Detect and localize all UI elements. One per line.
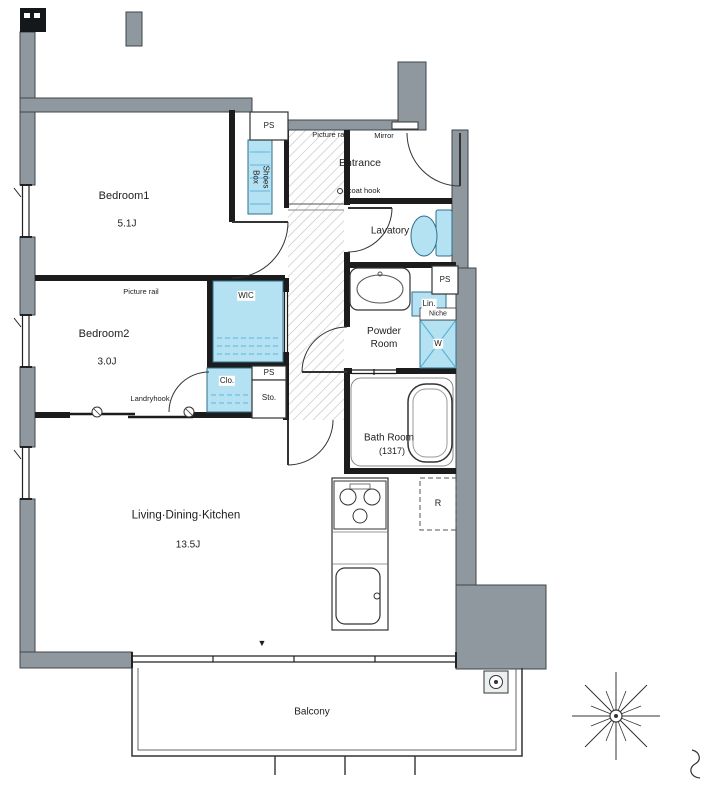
windows [13, 184, 457, 668]
powder-room-label: Powder Room [367, 326, 401, 350]
bath-room-label: Bath Room [363, 432, 415, 444]
ldk-window [13, 446, 32, 500]
storage-box [251, 379, 287, 419]
compass-flourish [690, 749, 701, 779]
bedroom1-window [13, 184, 32, 238]
kitchen-fixtures [331, 477, 389, 631]
landry-hook-label: Landryhook [130, 394, 170, 404]
ldk-door [287, 419, 334, 466]
ps-top-label: PS [263, 120, 275, 130]
refrigerator-label: R [434, 498, 442, 509]
picture-rail-bedroom2-label: Picture rail [123, 287, 159, 297]
entry-marker: ▼ [257, 638, 267, 649]
sliding-doors [70, 292, 396, 419]
balcony-drain [483, 670, 509, 694]
doors [168, 132, 461, 466]
niche-box [419, 307, 457, 321]
closet-door [168, 371, 210, 413]
closet-unit [206, 367, 253, 413]
ps-right-label: PS [439, 274, 451, 284]
balcony-window [131, 652, 457, 668]
powder-room-door [301, 326, 348, 373]
balcony-label: Balcony [294, 706, 330, 718]
mirror-label: Mirror [374, 131, 394, 141]
closet-label: Clo. [218, 375, 236, 387]
washer-label: W [433, 338, 443, 350]
bedroom1-size-label: 5.1J [117, 218, 137, 230]
mirror-symbol [391, 121, 419, 130]
shoes-box-label: Shoes Box [251, 165, 271, 189]
outer-walls [19, 11, 547, 670]
bath-fixtures [350, 377, 454, 467]
wic-label: WIC [237, 290, 255, 302]
ps-hall-label: PS [263, 367, 275, 377]
bedroom2-label: Bedroom2 [78, 327, 130, 340]
compass-icon [572, 672, 701, 779]
bathtub [407, 383, 453, 463]
bedroom1-door [231, 221, 289, 279]
linen-label: Lin. [421, 298, 437, 310]
bath-room-size-label: (1317) [378, 446, 406, 457]
storage-label: Sto. [261, 392, 277, 402]
lavatory-label: Lavatory [370, 225, 410, 237]
entrance-label: Entrance [338, 157, 382, 170]
hook-symbols [91, 121, 419, 418]
refrigerator-space [419, 477, 457, 531]
ps-top-box [249, 111, 289, 141]
coat-hook-label: coat hook [347, 186, 381, 196]
toilet [410, 209, 453, 257]
stove [333, 480, 387, 530]
ps-right-box [431, 265, 459, 295]
kitchen-sink [335, 567, 381, 625]
vanity [349, 267, 411, 311]
niche-label: Niche [429, 310, 447, 318]
ldk-label: Living·Dining·Kitchen [131, 509, 241, 522]
bedroom2-window [13, 314, 32, 368]
front-door [406, 132, 461, 187]
corridor-hatch [288, 130, 344, 420]
bedroom2-size-label: 3.0J [97, 356, 117, 368]
balcony-outline [131, 668, 523, 775]
lavatory-door [347, 207, 393, 253]
service-boxes [249, 111, 459, 419]
bedroom1-label: Bedroom1 [98, 189, 150, 202]
picture-rail-entrance-label: Picture rail [312, 130, 348, 140]
wall-section-mark [20, 8, 46, 32]
coat-hook-symbol [337, 188, 343, 194]
ldk-size-label: 13.5J [175, 539, 201, 551]
